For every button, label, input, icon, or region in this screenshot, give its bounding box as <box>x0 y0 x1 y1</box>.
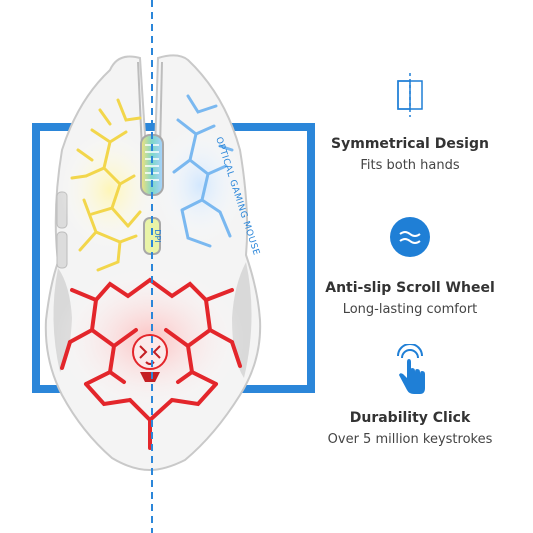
feature-anti-slip-scroll: Anti-slip Scroll Wheel Long-lasting comf… <box>300 214 520 317</box>
tiger-logo <box>132 334 168 382</box>
symmetry-icon <box>380 70 440 130</box>
dpi-button: DPI <box>143 217 162 255</box>
feature-durability-click: Durability Click Over 5 million keystrok… <box>300 343 520 447</box>
crack-pattern-yellow <box>70 98 142 272</box>
touch-hand-icon <box>380 343 440 404</box>
crack-pattern-red <box>60 277 242 450</box>
dpi-label: DPI <box>153 229 162 242</box>
crack-pattern-blue <box>172 94 234 248</box>
feature-title: Durability Click <box>349 410 471 426</box>
feature-title: Symmetrical Design <box>331 136 489 152</box>
feature-title: Anti-slip Scroll Wheel <box>325 280 495 296</box>
feature-subtitle: Fits both hands <box>360 158 460 173</box>
feature-subtitle: Over 5 million keystrokes <box>327 432 493 447</box>
feature-symmetrical-design: Symmetrical Design Fits both hands <box>300 70 520 173</box>
scroll-wave-icon <box>380 214 440 274</box>
feature-subtitle: Long-lasting comfort <box>342 302 478 317</box>
